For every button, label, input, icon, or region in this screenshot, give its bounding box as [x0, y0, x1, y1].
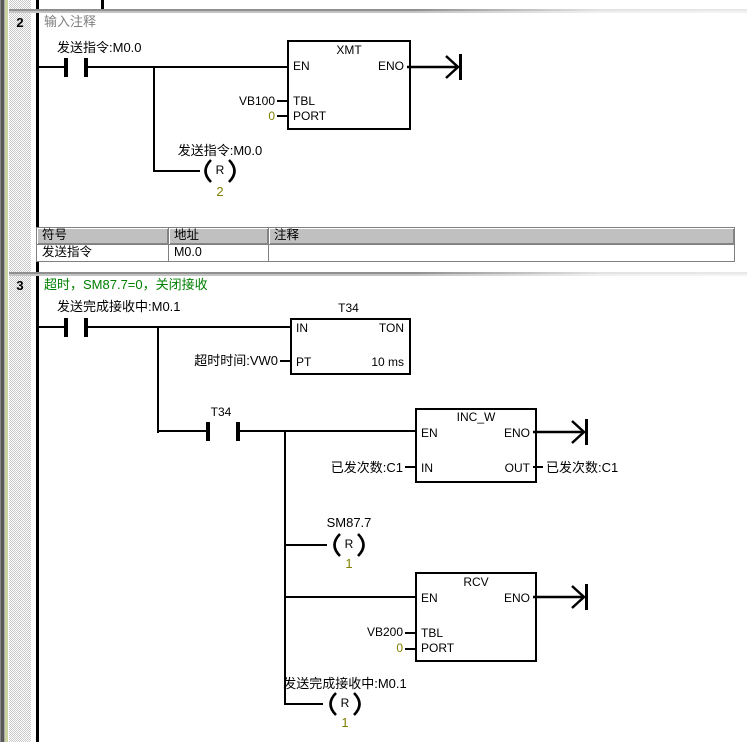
pin-tick: [405, 466, 415, 468]
block-title: INC_W: [456, 410, 496, 424]
wire: [101, 0, 104, 9]
wire: [157, 326, 159, 433]
pin-eno: ENO: [503, 591, 530, 605]
wire: [157, 430, 206, 432]
pin-tick: [277, 100, 287, 102]
window-left-edge: [0, 0, 9, 742]
pin-tick: [533, 466, 543, 468]
block-title: RCV: [463, 575, 489, 589]
contact-m01[interactable]: 发送完成接收中:M0.1: [57, 300, 232, 340]
network-3-comment[interactable]: 超时，SM87.7=0，关闭接收: [44, 277, 208, 292]
wire: [284, 430, 286, 705]
column-header-address[interactable]: 地址: [169, 228, 269, 244]
pin-en: EN: [421, 426, 438, 440]
cell-symbol[interactable]: 发送指令: [37, 245, 169, 261]
block-title: XMT: [336, 43, 362, 57]
network-separator: [9, 272, 747, 276]
contact-t34[interactable]: T34: [191, 406, 251, 446]
operand-pt[interactable]: 超时时间:VW0: [194, 353, 278, 368]
pin-in: IN: [421, 461, 433, 475]
pin-en: EN: [421, 591, 438, 605]
operand-port[interactable]: 0: [396, 641, 403, 655]
wire: [240, 430, 415, 432]
network-separator: [9, 9, 747, 13]
symbol-table-row: 发送指令 M0.0: [37, 244, 734, 261]
coil-symbol: R: [344, 537, 354, 551]
column-header-symbol[interactable]: 符号: [37, 228, 169, 244]
pin-tick: [405, 648, 415, 650]
contact-bar: [206, 422, 210, 441]
wire: [36, 0, 39, 9]
operand-out[interactable]: 已发次数:C1: [546, 460, 619, 475]
inc-w-function-block[interactable]: INC_W EN ENO IN OUT: [415, 408, 537, 483]
pin-pt: PT: [296, 355, 312, 369]
reset-coil-m01[interactable]: R: [323, 691, 367, 717]
contact-m00[interactable]: 发送指令:M0.0: [57, 41, 167, 81]
wire: [88, 66, 287, 68]
wire: [284, 596, 415, 598]
pin-in: IN: [296, 321, 308, 335]
reset-coil-m00[interactable]: R: [198, 158, 242, 184]
timer-label: T34: [338, 301, 359, 315]
pin-port: PORT: [293, 109, 327, 123]
pin-port: PORT: [421, 641, 455, 655]
operand-in[interactable]: 已发次数:C1: [330, 460, 403, 475]
cell-address[interactable]: M0.0: [169, 245, 269, 261]
power-flow-arrow: [533, 584, 588, 610]
contact-bar: [84, 58, 88, 77]
timer-type: TON: [378, 321, 404, 335]
wire: [39, 326, 64, 328]
contact-bar: [64, 58, 68, 77]
cell-comment[interactable]: [269, 245, 734, 261]
coil-operand-count[interactable]: 1: [345, 556, 353, 571]
rcv-function-block[interactable]: RCV EN ENO TBL PORT: [415, 572, 537, 662]
operand-port[interactable]: 0: [268, 109, 275, 123]
coil-label: SM87.7: [326, 515, 372, 530]
contact-bar: [236, 422, 240, 441]
symbol-table: 符号 地址 注释 发送指令 M0.0: [36, 227, 735, 262]
left-power-rail: [36, 13, 39, 272]
contact-bar: [64, 318, 68, 337]
network-2-number[interactable]: 2: [16, 15, 24, 30]
left-power-rail: [36, 276, 39, 742]
contact-label: 发送指令:M0.0: [57, 40, 142, 55]
pin-out: OUT: [504, 461, 530, 475]
pin-tbl: TBL: [421, 626, 444, 640]
network-3-number[interactable]: 3: [16, 278, 24, 293]
coil-label: 发送指令:M0.0: [177, 143, 263, 158]
pin-en: EN: [293, 59, 310, 73]
operand-tbl[interactable]: VB100: [238, 94, 275, 108]
wire: [153, 170, 200, 172]
contact-label: T34: [210, 405, 232, 419]
coil-operand-count[interactable]: 2: [216, 184, 224, 199]
wire: [284, 544, 327, 546]
pin-tick: [277, 115, 287, 117]
wire: [153, 66, 155, 172]
symbol-table-header: 符号 地址 注释: [37, 228, 734, 244]
contact-bar: [84, 318, 88, 337]
reset-coil-sm877[interactable]: R: [327, 532, 371, 558]
column-header-comment[interactable]: 注释: [269, 228, 734, 244]
pin-tick: [405, 632, 415, 634]
operand-tbl[interactable]: VB200: [366, 625, 403, 639]
power-flow-arrow: [533, 419, 588, 445]
wire: [284, 703, 323, 705]
timer-resolution: 10 ms: [371, 355, 404, 369]
coil-operand-count[interactable]: 1: [341, 715, 349, 730]
wire: [39, 66, 64, 68]
pin-eno: ENO: [503, 426, 530, 440]
power-flow-arrow: [407, 54, 462, 80]
coil-symbol: R: [340, 696, 350, 710]
coil-symbol: R: [215, 163, 225, 177]
network-number-gutter: [9, 0, 31, 742]
coil-label: 发送完成接收中:M0.1: [283, 676, 407, 691]
ton-timer-block[interactable]: IN TON PT 10 ms: [290, 318, 411, 375]
pin-tick: [280, 360, 290, 362]
wire: [88, 326, 290, 328]
contact-label: 发送完成接收中:M0.1: [57, 299, 181, 314]
network-2-comment[interactable]: 输入注释: [44, 14, 97, 29]
pin-eno: ENO: [377, 59, 404, 73]
pin-tbl: TBL: [293, 94, 316, 108]
xmt-function-block[interactable]: XMT EN ENO TBL PORT: [287, 40, 411, 130]
